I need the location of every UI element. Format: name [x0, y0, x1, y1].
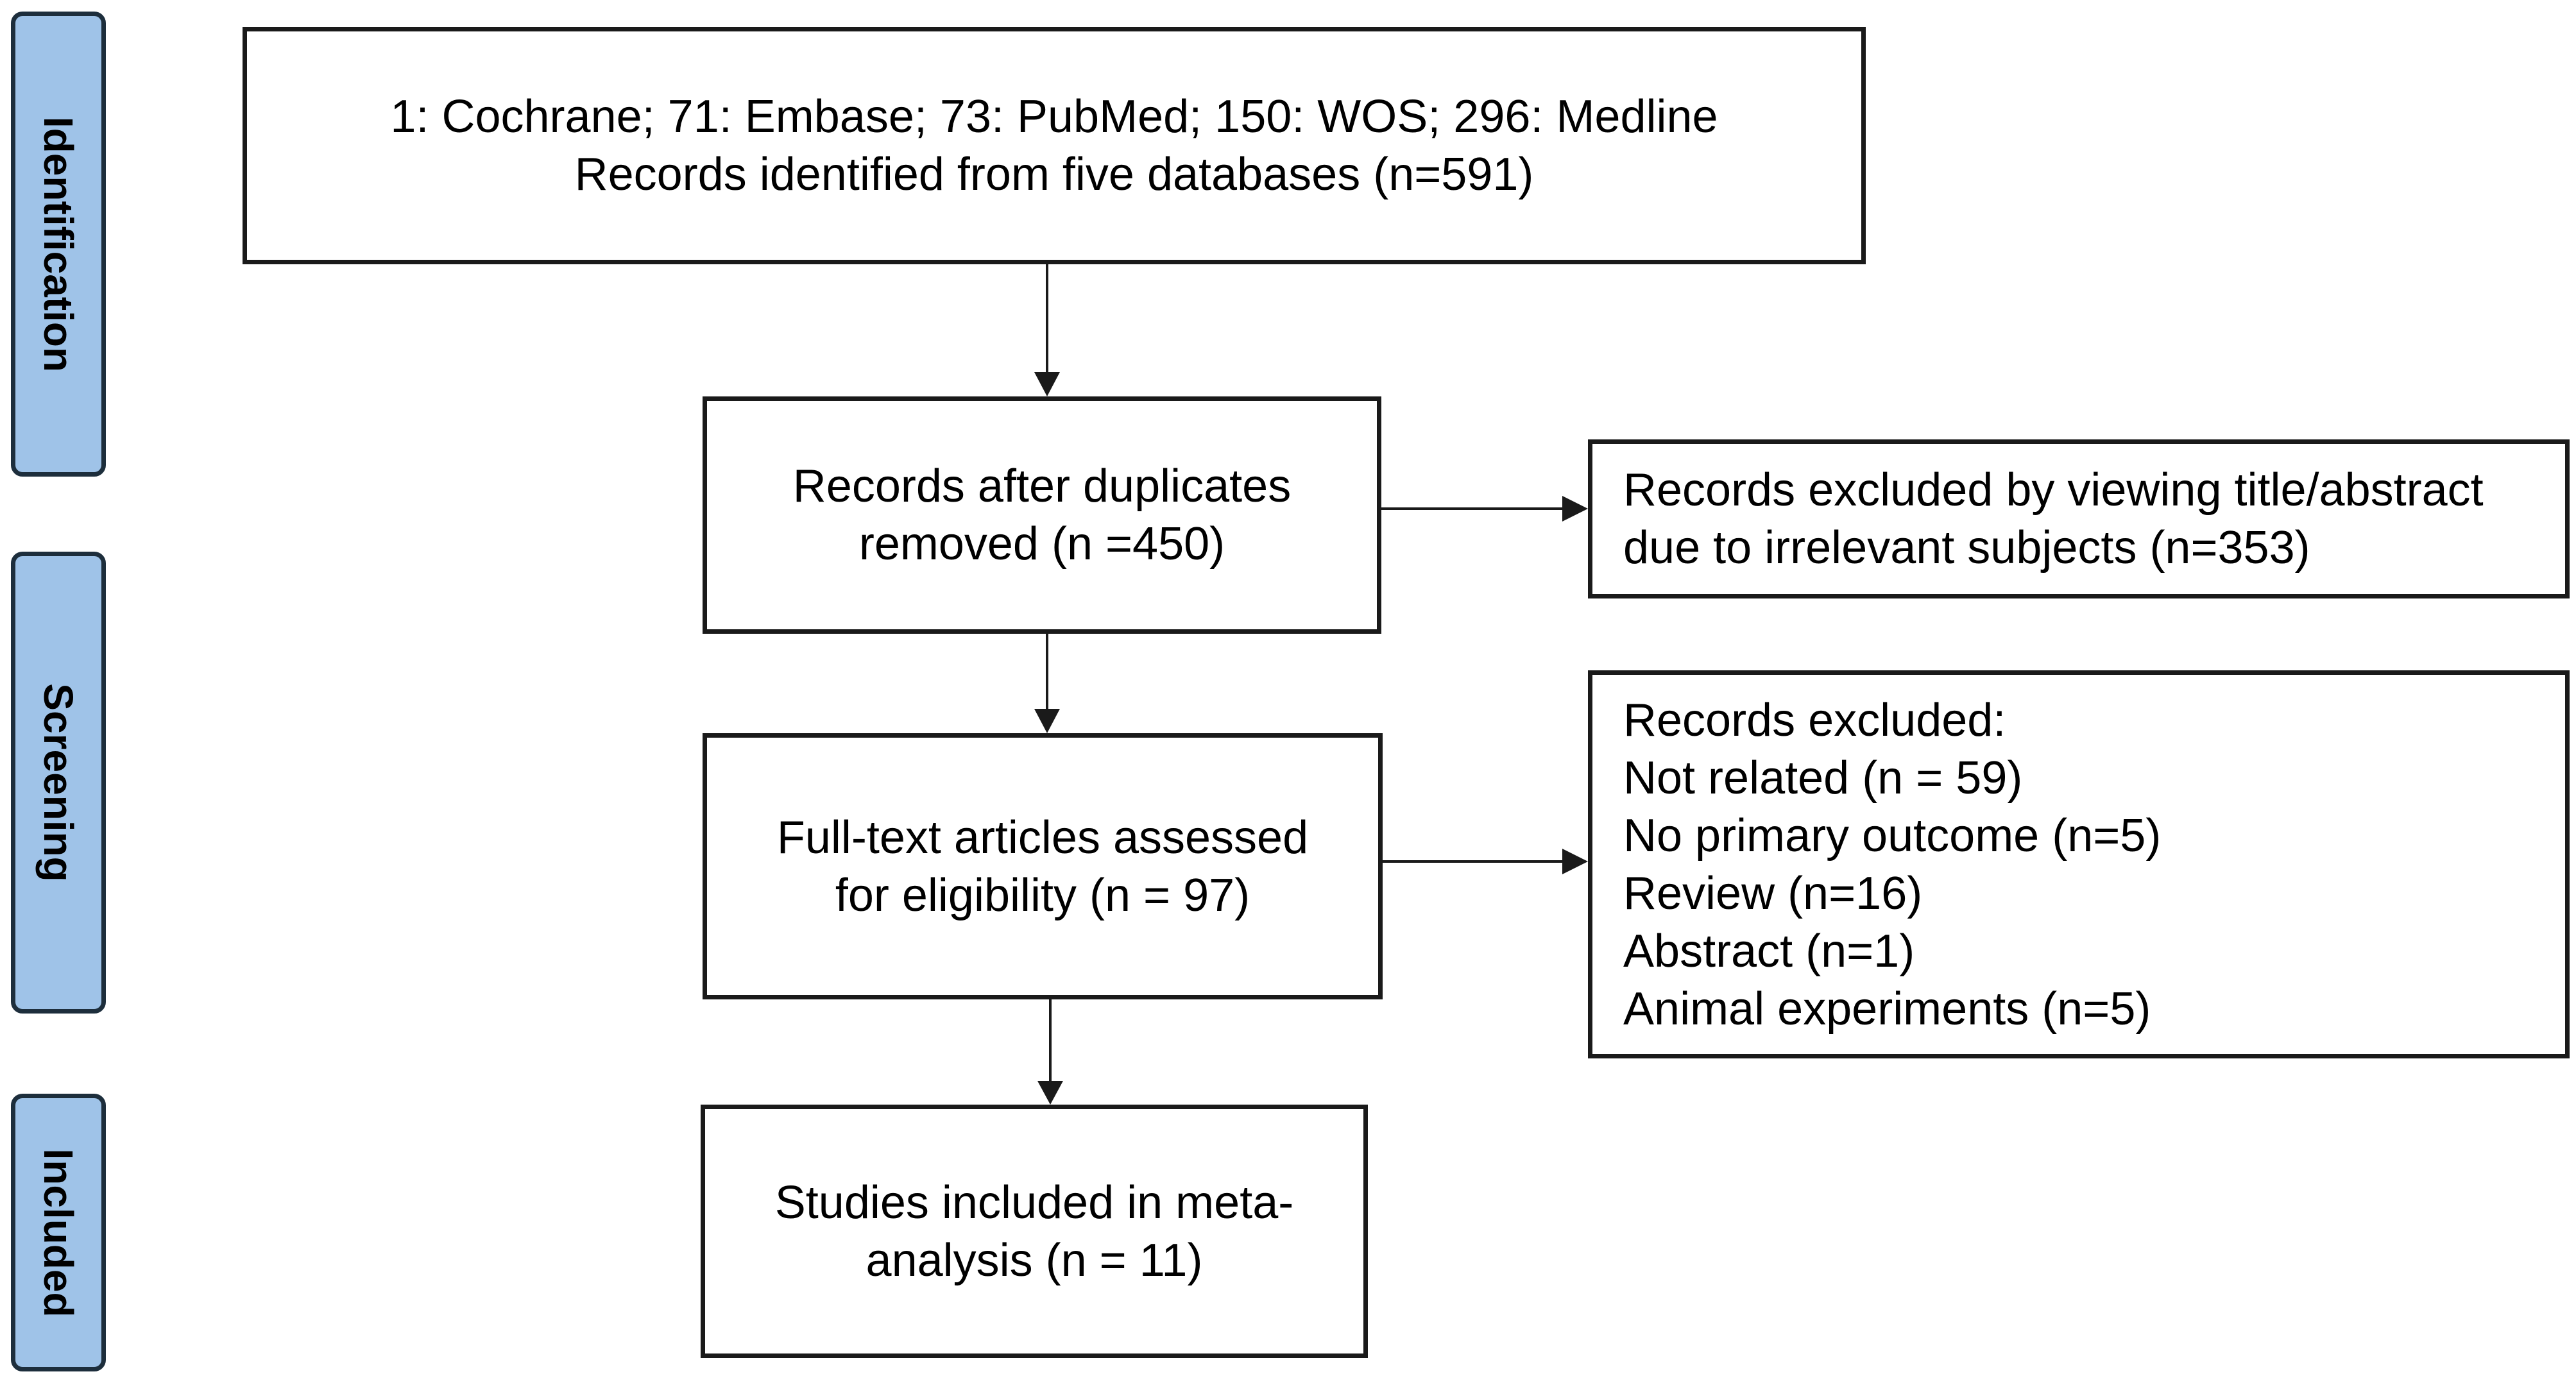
phase-included: Included	[11, 1094, 106, 1371]
arrowhead	[1034, 372, 1060, 396]
excluded-reasons-box: Records excluded: Not related (n = 59) N…	[1588, 670, 2570, 1058]
box-line: Records identified from five databases (…	[574, 149, 1534, 200]
box-line: for eligibility (n = 97)	[835, 869, 1250, 921]
box-line: Full-text articles assessed	[776, 811, 1309, 863]
box-line: Animal experiments (n=5)	[1623, 983, 2151, 1035]
box-line: Review (n=16)	[1623, 867, 1923, 919]
arrowhead	[1562, 849, 1588, 874]
fulltext-assessed-box: Full-text articles assessed for eligibil…	[703, 733, 1383, 999]
box-line: No primary outcome (n=5)	[1623, 810, 2162, 861]
box-line: 1: Cochrane; 71: Embase; 73: PubMed; 150…	[390, 91, 1718, 142]
arrowhead	[1034, 709, 1060, 733]
arrowhead	[1037, 1081, 1063, 1105]
box-line: Records excluded by viewing title/abstra…	[1623, 464, 2484, 516]
phase-identification: Identification	[11, 12, 106, 477]
phase-screening: Screening	[11, 552, 106, 1014]
excluded-title-abstract-box: Records excluded by viewing title/abstra…	[1588, 439, 2570, 598]
box-line: Studies included in meta-	[774, 1176, 1294, 1228]
box-line: removed (n =450)	[858, 518, 1225, 570]
duplicates-removed-box: Records after duplicates removed (n =450…	[703, 396, 1381, 634]
included-studies-box: Studies included in meta- analysis (n = …	[701, 1105, 1368, 1358]
arrowhead	[1562, 496, 1588, 522]
box-line: Records after duplicates	[792, 461, 1292, 512]
box-line: Not related (n = 59)	[1623, 752, 2023, 804]
box-line: Abstract (n=1)	[1623, 925, 1915, 977]
box-line: analysis (n = 11)	[866, 1234, 1203, 1286]
box-line: due to irrelevant subjects (n=353)	[1623, 522, 2310, 573]
identification-box: 1: Cochrane; 71: Embase; 73: PubMed; 150…	[243, 27, 1866, 264]
box-line: Records excluded:	[1623, 694, 2006, 746]
